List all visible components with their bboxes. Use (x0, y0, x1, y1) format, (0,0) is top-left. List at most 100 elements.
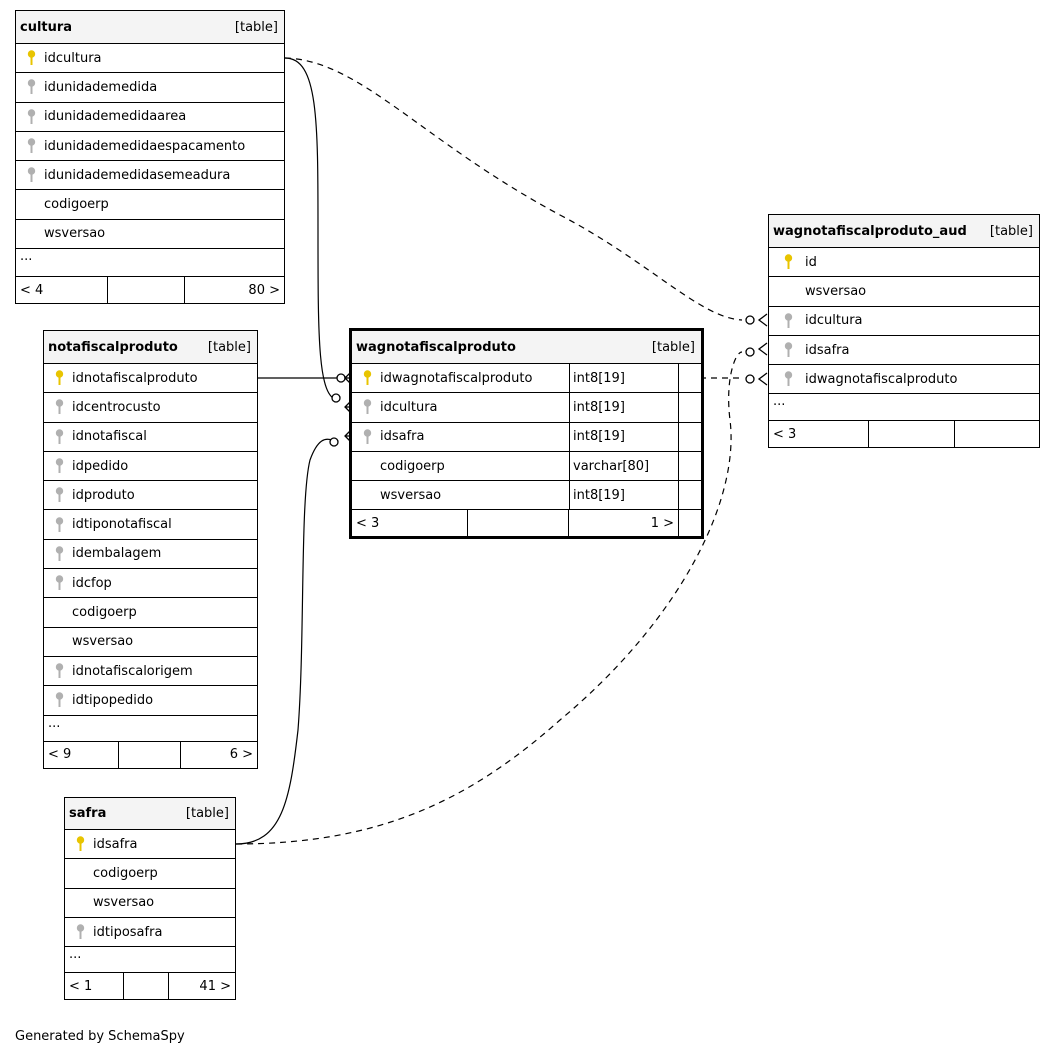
table-header: cultura [table] (16, 11, 284, 44)
column-name: idnotafiscalproduto (72, 370, 198, 386)
table-header: wagnotafiscalproduto_aud [table] (769, 215, 1039, 248)
column-row[interactable]: idembalagem (44, 540, 257, 570)
children-count[interactable]: 1 > (569, 510, 679, 537)
column-name: idwagnotafiscalproduto (805, 371, 958, 387)
primary-key-icon (360, 370, 374, 386)
foreign-key-icon (24, 109, 38, 125)
column-row[interactable]: id (769, 248, 1039, 278)
rel-cultura-wagnotafiscalproduto (284, 57, 339, 401)
parents-count[interactable]: < 3 (769, 421, 869, 448)
foreign-key-icon (24, 79, 38, 95)
column-row[interactable]: idunidademedidaespacamento (16, 132, 284, 162)
column-row[interactable]: idunidademedidaarea (16, 103, 284, 132)
column-name: idwagnotafiscalproduto (380, 370, 533, 386)
table-type: [table] (989, 223, 1033, 239)
parents-count[interactable]: < 4 (16, 277, 108, 304)
column-type: int8[19] (569, 393, 679, 422)
column-row[interactable]: idtiposafra (65, 918, 235, 948)
column-row[interactable]: idwagnotafiscalproduto int8[19] (352, 364, 701, 394)
table-cultura[interactable]: cultura [table] idcultura idunidademedida… (15, 10, 285, 305)
foreign-key-icon (52, 575, 66, 591)
column-row[interactable]: idwagnotafiscalproduto (769, 365, 1039, 395)
column-row[interactable]: idnotafiscalorigem (44, 657, 257, 687)
column-type: int8[19] (569, 481, 679, 510)
column-row[interactable]: codigoerp (44, 598, 257, 628)
table-wagnotafiscalproduto[interactable]: wagnotafiscalproduto [table] idwagnotafi… (349, 328, 704, 540)
children-count[interactable]: 80 > (248, 282, 280, 298)
foreign-key-icon (52, 487, 66, 503)
no-key-placeholder (24, 226, 38, 242)
foreign-key-icon (777, 371, 799, 387)
column-row[interactable]: idtipopedido (44, 686, 257, 716)
crowfoot-aud-idcultura (745, 313, 768, 327)
no-key-placeholder (52, 634, 66, 650)
column-name: idtiposafra (93, 924, 163, 940)
column-name: idsafra (805, 342, 850, 358)
column-name: idpedido (72, 458, 129, 474)
column-row[interactable]: idsafra (769, 336, 1039, 366)
column-row[interactable]: idcfop (44, 569, 257, 599)
table-notafiscalproduto[interactable]: notafiscalproduto [table] idnotafiscalpr… (43, 330, 258, 769)
column-row[interactable]: wsversao (769, 277, 1039, 307)
column-row[interactable]: idcultura (16, 44, 284, 74)
table-header: wagnotafiscalproduto [table] (352, 331, 701, 364)
column-name: codigoerp (44, 197, 109, 213)
parents-count[interactable]: < 3 (352, 510, 468, 537)
table-header: notafiscalproduto [table] (44, 331, 257, 364)
column-row[interactable]: idnotafiscalproduto (44, 364, 257, 394)
column-name: idnotafiscal (72, 429, 147, 445)
no-key-placeholder (73, 895, 87, 911)
column-row[interactable]: wsversao (16, 220, 284, 250)
column-row[interactable]: codigoerp (16, 190, 284, 220)
children-count[interactable]: 41 > (199, 978, 231, 994)
column-name: codigoerp (93, 865, 158, 881)
column-row[interactable]: codigoerp (65, 859, 235, 889)
column-name: idunidademedidaespacamento (44, 138, 246, 154)
column-name: idnotafiscalorigem (72, 663, 193, 679)
rows-count (869, 421, 955, 448)
more-columns: ... (769, 394, 1039, 422)
crowfoot-aud-idsafra (745, 342, 768, 357)
column-row[interactable]: wsversao (44, 628, 257, 657)
parents-count[interactable]: < 9 (44, 741, 119, 768)
column-name: codigoerp (380, 458, 445, 474)
column-type: int8[19] (569, 364, 679, 393)
column-row[interactable]: idpedido (44, 452, 257, 482)
primary-key-icon (73, 836, 87, 852)
table-type: [table] (651, 339, 695, 355)
more-columns: ... (16, 249, 284, 278)
rows-count (124, 973, 169, 1000)
column-row[interactable]: idunidademedidasemeadura (16, 161, 284, 191)
foreign-key-icon (360, 429, 374, 445)
column-row[interactable]: idsafra (65, 830, 235, 860)
foreign-key-icon (360, 399, 374, 415)
generated-by-caption: Generated by SchemaSpy (15, 1029, 185, 1044)
children-count[interactable]: 6 > (229, 747, 253, 763)
column-row[interactable]: idcentrocusto (44, 393, 257, 423)
column-name: idcultura (44, 50, 102, 66)
parents-count[interactable]: < 1 (65, 973, 124, 1000)
no-key-placeholder (777, 283, 799, 299)
no-key-placeholder (24, 197, 38, 213)
column-row[interactable]: idtiponotafiscal (44, 510, 257, 540)
column-row[interactable]: wsversao (65, 889, 235, 918)
table-name: safra (69, 806, 107, 821)
foreign-key-icon (777, 313, 799, 329)
column-row[interactable]: idcultura (769, 307, 1039, 336)
table-footer: < 1 41 > (65, 973, 235, 1000)
primary-key-icon (24, 50, 38, 66)
column-row[interactable]: idunidademedida (16, 73, 284, 103)
foreign-key-icon (52, 663, 66, 679)
column-row[interactable]: idnotafiscal (44, 423, 257, 452)
table-name: wagnotafiscalproduto_aud (773, 223, 967, 239)
children-count[interactable] (955, 421, 1039, 447)
column-name: idunidademedidasemeadura (44, 167, 231, 183)
column-row[interactable]: idproduto (44, 481, 257, 511)
column-name: idunidademedida (44, 79, 158, 95)
